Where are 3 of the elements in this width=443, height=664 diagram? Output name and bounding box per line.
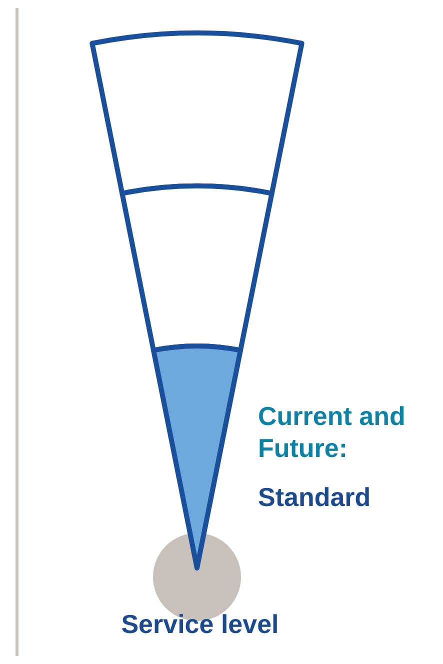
status-label: Current and Future: [258,400,406,464]
status-value: Standard [258,481,372,513]
axis-label: Service level [120,608,280,640]
